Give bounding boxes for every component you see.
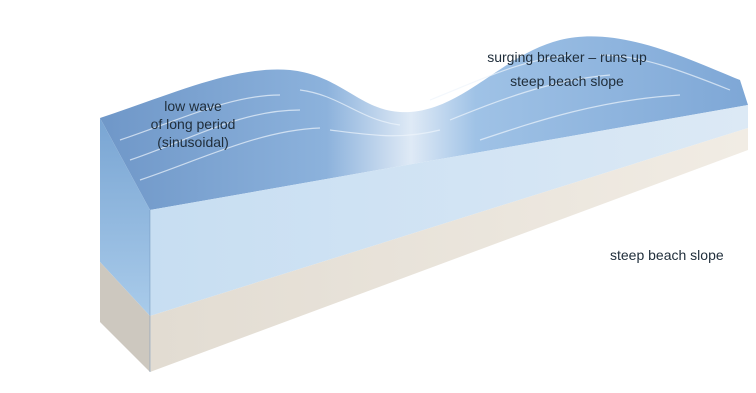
steep-beach-slope-label: steep beach slope <box>610 246 724 264</box>
low-wave-label: low wave of long period (sinusoidal) <box>128 97 258 151</box>
low-wave-line-3: (sinusoidal) <box>128 133 258 151</box>
surging-breaker-label: surging breaker – runs up steep beach sl… <box>472 48 662 90</box>
surging-line-1: surging breaker – runs up <box>472 48 662 66</box>
surging-line-2: steep beach slope <box>472 72 662 90</box>
low-wave-line-1: low wave <box>128 97 258 115</box>
low-wave-line-2: of long period <box>128 115 258 133</box>
